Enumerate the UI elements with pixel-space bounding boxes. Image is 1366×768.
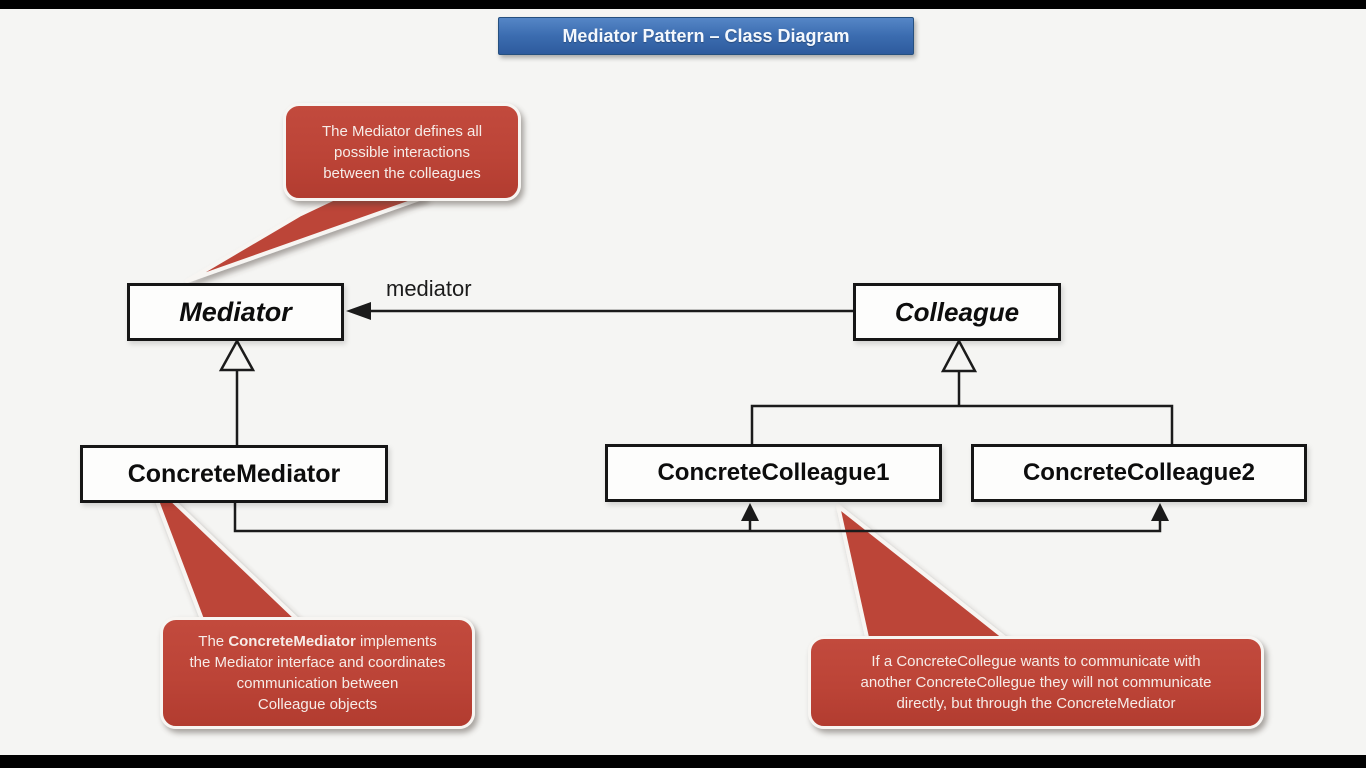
association-role-label: mediator — [386, 276, 472, 301]
class-name: ConcreteColleague2 — [1022, 459, 1256, 486]
inheritance-triangle-icon — [218, 338, 256, 372]
callout-concrete-mediator-note: The ConcreteMediator implements the Medi… — [160, 617, 475, 729]
callout-text-bold: ConcreteMediator — [228, 633, 356, 650]
callout-line: directly, but through the ConcreteMediat… — [896, 695, 1176, 712]
page-title-text: Mediator Pattern – Class Diagram — [562, 25, 850, 46]
callout-line: The ConcreteMediator implements — [163, 631, 472, 652]
inheritance-branch — [750, 404, 1174, 445]
page-title: Mediator Pattern – Class Diagram — [498, 17, 914, 55]
class-box-concrete-colleague1: ConcreteColleague1 — [605, 444, 942, 502]
callout-line: The Mediator defines all — [321, 122, 483, 140]
inheritance-triangle-icon — [940, 338, 978, 373]
association-colleague-to-mediator — [346, 302, 853, 320]
callout-line: If a ConcreteCollegue wants to communica… — [871, 653, 1201, 670]
class-box-colleague: Colleague — [853, 283, 1061, 341]
callout-text-part: implements — [355, 633, 437, 650]
callout-colleague-note: If a ConcreteCollegue wants to communica… — [808, 636, 1264, 729]
link-arrowhead-colleague1 — [741, 503, 759, 521]
link-arrowhead-colleague2 — [1151, 503, 1169, 521]
class-name: Mediator — [179, 296, 292, 327]
class-box-concrete-colleague2: ConcreteColleague2 — [971, 444, 1307, 502]
class-name: ConcreteMediator — [127, 459, 341, 488]
inheritance-concrete-mediator — [218, 338, 256, 446]
link-concrete-mediator-to-colleagues — [233, 503, 1169, 533]
class-name: Colleague — [894, 296, 1020, 327]
callout-line: between the colleagues — [323, 164, 481, 182]
class-name: ConcreteColleague1 — [657, 459, 890, 486]
callout-text-part: The — [198, 633, 229, 650]
mediator-note-tail — [185, 195, 427, 283]
callout-line: the Mediator interface and coordinates — [189, 654, 446, 671]
callout-line: Colleague objects — [257, 696, 378, 713]
callout-line: another ConcreteCollegue they will not c… — [860, 674, 1212, 691]
letterbox-top — [0, 0, 1366, 9]
callout-line: communication between — [236, 675, 399, 692]
link-path — [233, 503, 1162, 533]
class-box-concrete-mediator: ConcreteMediator — [80, 445, 388, 503]
callout-tails — [146, 195, 1012, 644]
callout-line: possible interactions — [334, 143, 470, 161]
letterbox-bottom — [0, 755, 1366, 768]
association-arrowhead — [346, 302, 371, 320]
callout-mediator-note: The Mediator defines all possible intera… — [283, 103, 521, 201]
colleague-note-tail — [836, 504, 1012, 644]
class-box-mediator: Mediator — [127, 283, 344, 341]
inheritance-concrete-colleagues — [750, 338, 1174, 445]
